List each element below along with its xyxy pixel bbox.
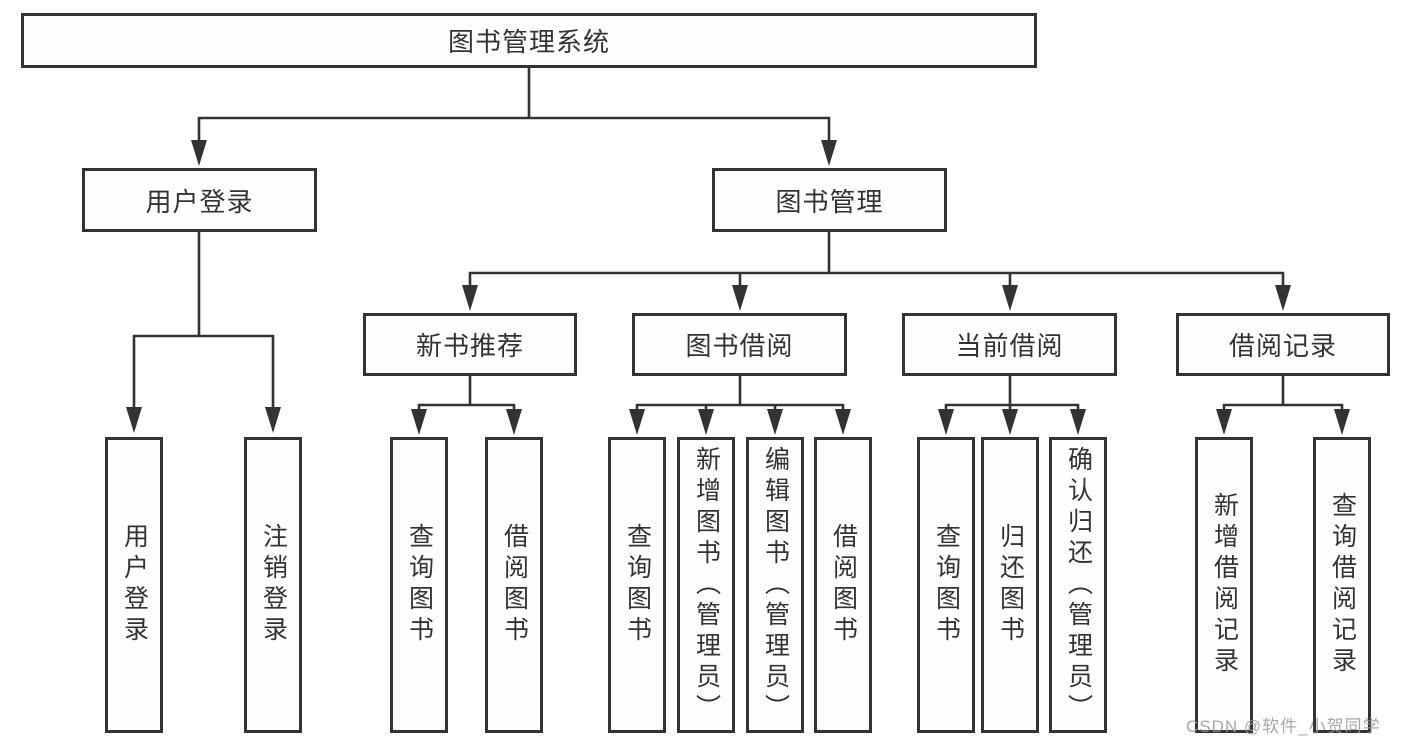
- node-current-borrowing: 当前借阅: [902, 313, 1117, 376]
- leaf-add-borrow-record: 新增借阅记录: [1195, 437, 1253, 733]
- leaf-label: 借阅图书: [829, 523, 858, 647]
- node-borrowing-records: 借阅记录: [1176, 313, 1390, 376]
- leaf-return-books: 归还图书: [981, 437, 1039, 733]
- leaf-label: 注销登录: [259, 523, 288, 647]
- leaf-logout: 注销登录: [244, 437, 302, 733]
- leaf-label: 查询图书: [623, 523, 652, 647]
- leaf-add-books-admin: 新增图书（管理员）: [677, 437, 735, 733]
- node-book-borrowing: 图书借阅: [632, 313, 847, 376]
- leaf-borrow-books: 借阅图书: [814, 437, 872, 733]
- leaf-label: 查询借阅记录: [1328, 492, 1357, 678]
- leaf-label: 确认归还（管理员）: [1064, 445, 1093, 725]
- node-new-book-recommendation: 新书推荐: [363, 313, 577, 376]
- leaf-query-books-borrowing: 查询图书: [608, 437, 666, 733]
- leaf-borrow-books-recommend: 借阅图书: [485, 437, 543, 733]
- leaf-label: 归还图书: [996, 523, 1025, 647]
- leaf-label: 查询图书: [405, 523, 434, 647]
- node-root-library-system: 图书管理系统: [21, 13, 1037, 68]
- leaf-label: 借阅图书: [500, 523, 529, 647]
- leaf-label: 编辑图书（管理员）: [761, 445, 790, 725]
- leaf-label: 新增图书（管理员）: [692, 445, 721, 725]
- node-book-management: 图书管理: [712, 168, 947, 232]
- leaf-query-books-recommend: 查询图书: [390, 437, 448, 733]
- leaf-query-borrow-record: 查询借阅记录: [1313, 437, 1371, 733]
- leaf-label: 新增借阅记录: [1210, 492, 1239, 678]
- leaf-query-books-current: 查询图书: [917, 437, 975, 733]
- node-user-login: 用户登录: [82, 168, 317, 232]
- leaf-label: 查询图书: [932, 523, 961, 647]
- leaf-edit-books-admin: 编辑图书（管理员）: [746, 437, 804, 733]
- arrowhead-group: [126, 140, 1350, 435]
- leaf-user-login: 用户登录: [105, 437, 163, 733]
- leaf-label: 用户登录: [120, 523, 149, 647]
- csdn-watermark: CSDN @软件_小贺同学: [1186, 717, 1381, 736]
- leaf-confirm-return-admin: 确认归还（管理员）: [1049, 437, 1107, 733]
